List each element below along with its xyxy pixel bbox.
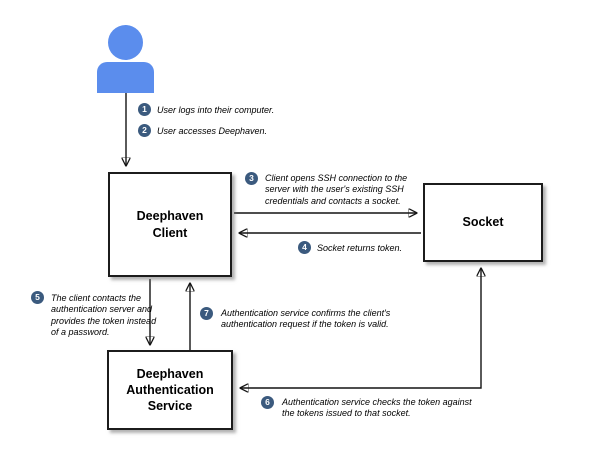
step-7-badge: 7 [200, 307, 213, 320]
node-deephaven-auth-service-label: Deephaven Authentication Service [126, 366, 214, 414]
step-2-badge: 2 [138, 124, 151, 137]
step-2-text: User accesses Deephaven. [157, 126, 268, 136]
step-3-text: Client opens SSH connection to the serve… [265, 173, 408, 206]
node-socket-label: Socket [462, 215, 504, 230]
node-deephaven-client-label: Deephaven Client [136, 209, 204, 240]
user-body-icon [97, 62, 154, 93]
node-socket: Socket [423, 183, 543, 262]
user-icon [97, 25, 154, 93]
node-deephaven-client: Deephaven Client [108, 172, 232, 277]
step-4-text: Socket returns token. [317, 243, 403, 253]
step-5-text: The client contacts the authentication s… [51, 293, 157, 337]
step-4-badge: 4 [298, 241, 311, 254]
step-6-text: Authentication service checks the token … [282, 397, 472, 419]
step-1-text: User logs into their computer. [157, 105, 275, 115]
arrow-auth-socket-bidirectional [241, 269, 481, 388]
step-7-text: Authentication service confirms the clie… [221, 308, 391, 330]
node-deephaven-auth-service: Deephaven Authentication Service [107, 350, 233, 430]
step-1-badge: 1 [138, 103, 151, 116]
step-5-badge: 5 [31, 291, 44, 304]
step-3-badge: 3 [245, 172, 258, 185]
step-6-badge: 6 [261, 396, 274, 409]
user-head-icon [108, 25, 143, 60]
